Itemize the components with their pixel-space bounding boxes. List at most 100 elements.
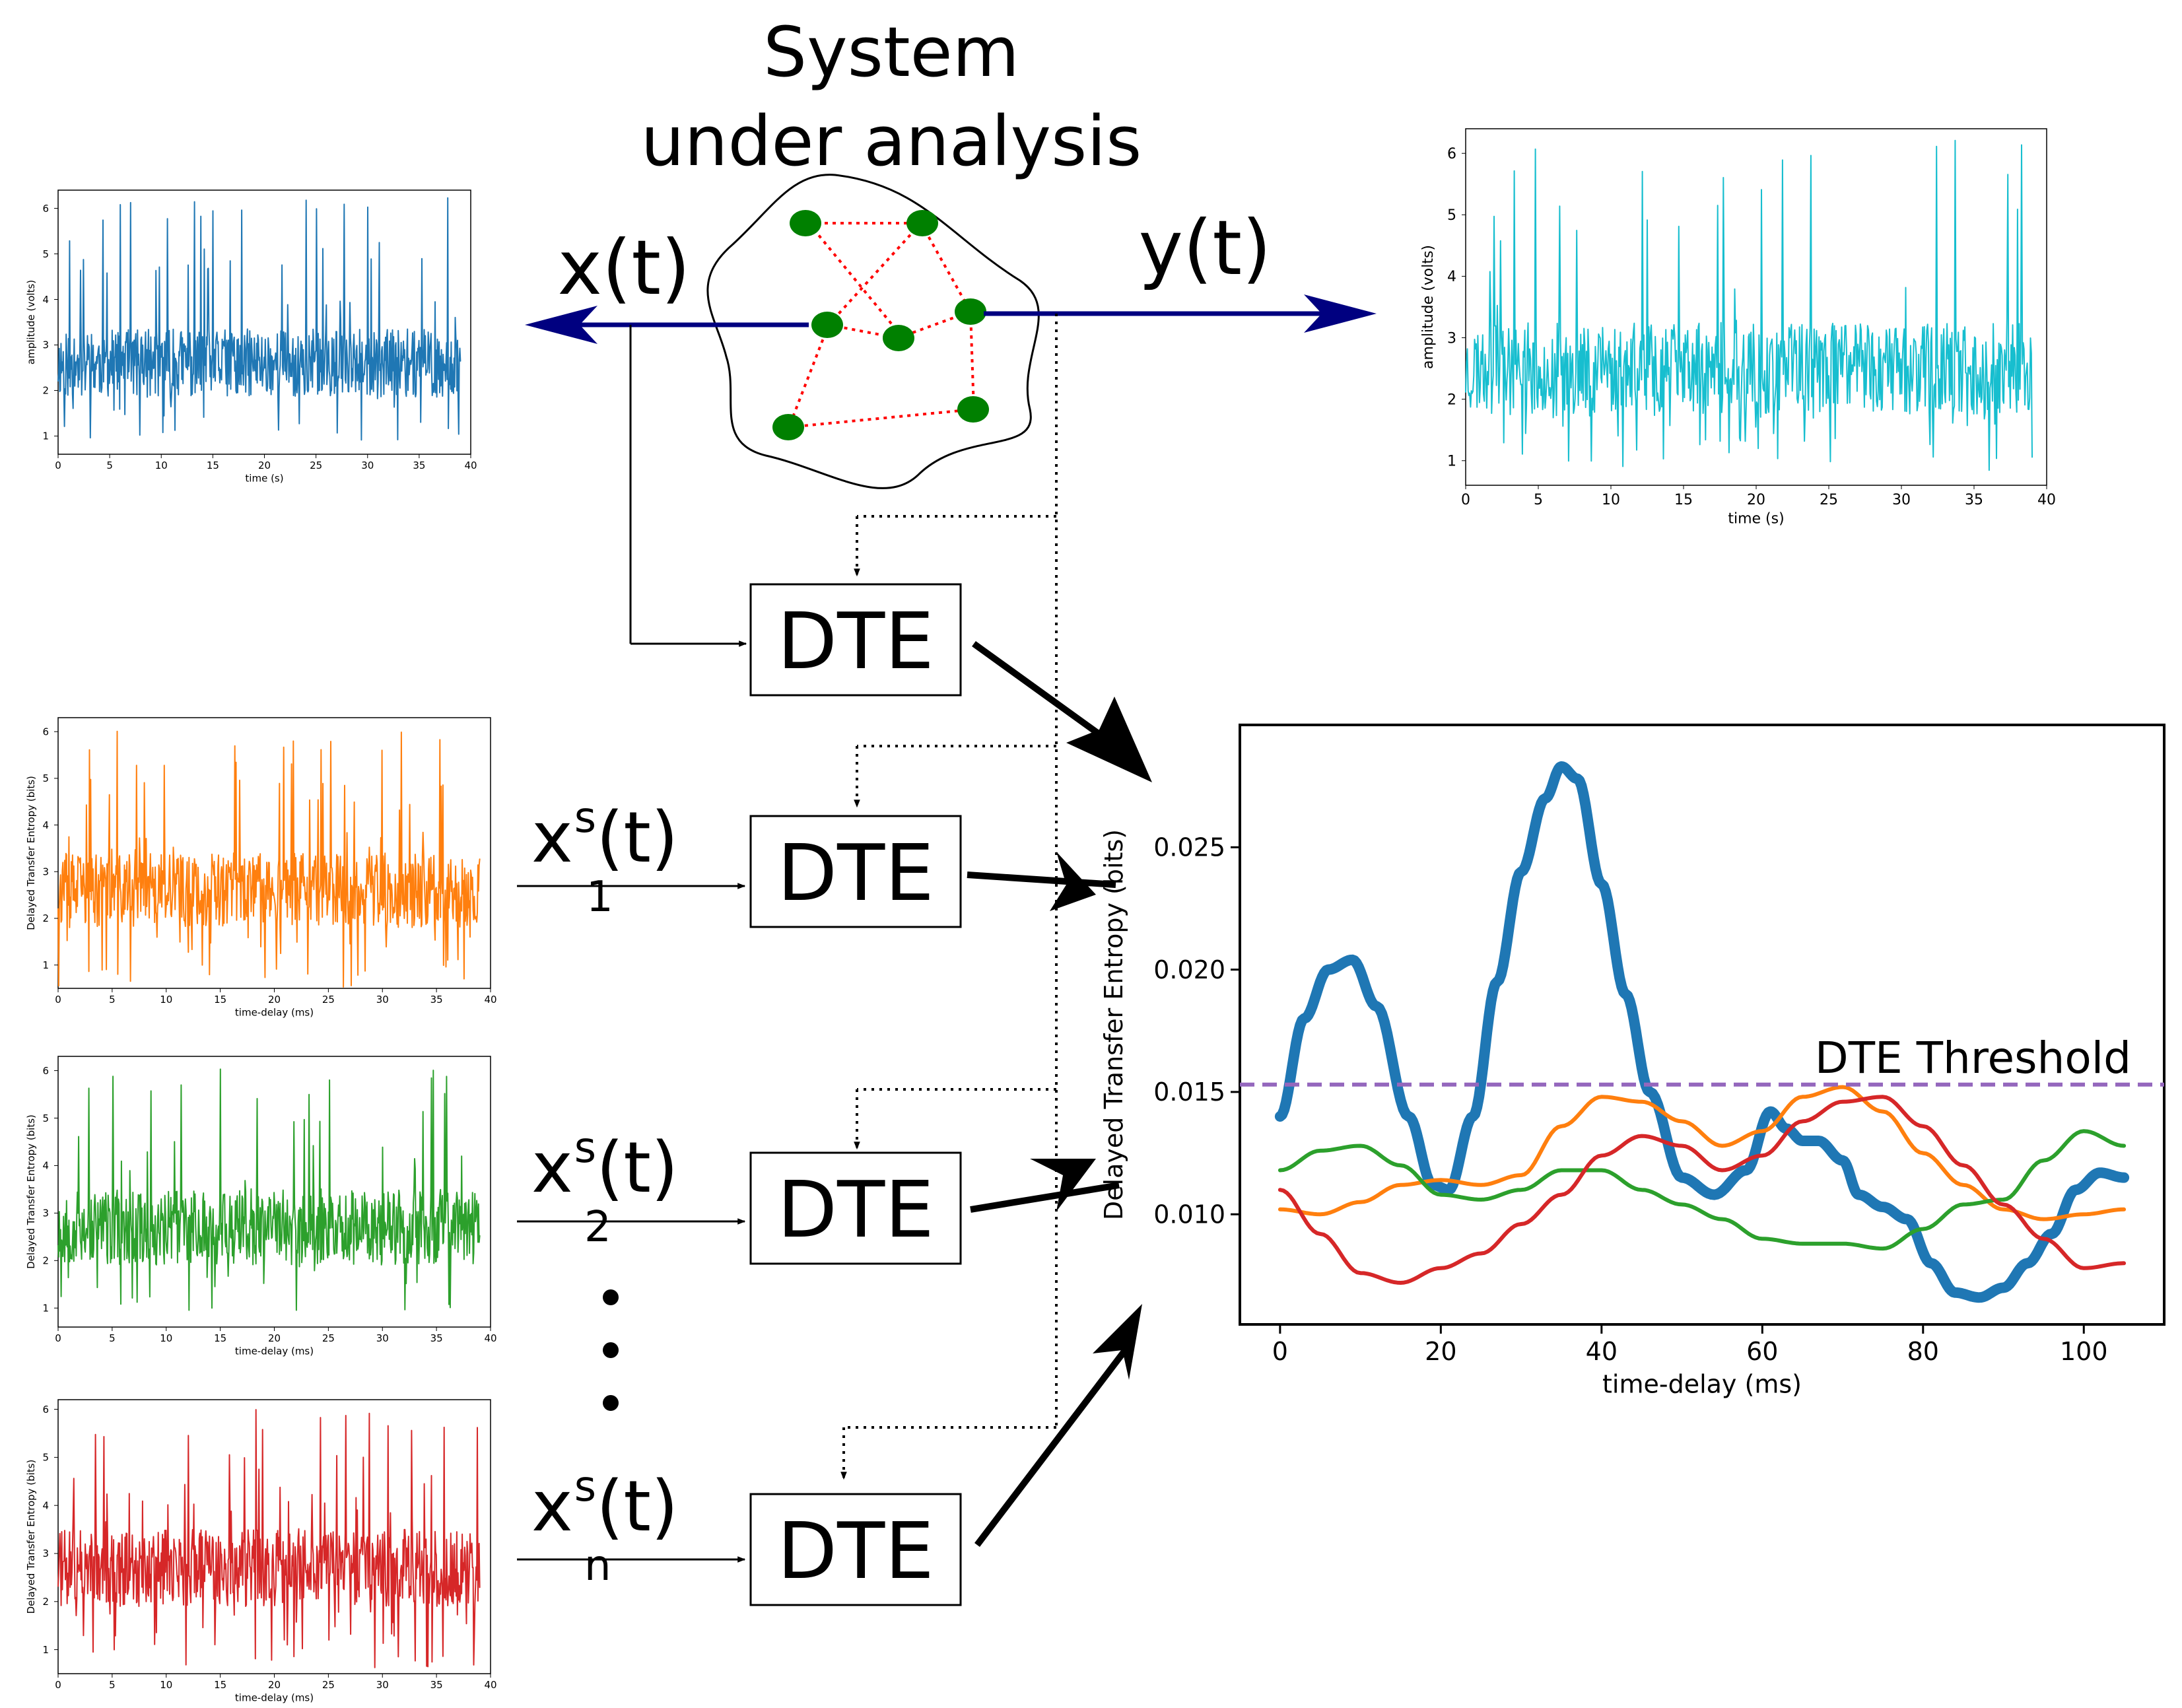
network-node	[906, 210, 938, 236]
network-node	[883, 325, 914, 351]
network-edge	[920, 222, 972, 312]
y-tick-label: 5	[42, 248, 49, 260]
x-tick-label: 35	[430, 1679, 443, 1691]
x-axis-label: time (s)	[1728, 511, 1784, 528]
plot-frame	[57, 717, 491, 989]
ellipsis-dots	[603, 1289, 619, 1411]
surrogate-label-1: xs(t) 1	[531, 794, 678, 922]
y-tick-label: 4	[42, 1160, 49, 1172]
x-tick-label: 0	[1461, 492, 1470, 508]
y-axis-label: amplitude (volts)	[1420, 245, 1437, 369]
y-tick-label: 2	[42, 1596, 49, 1608]
y-axis-label: Delayed Transfer Entropy (bits)	[1099, 829, 1128, 1220]
dte-box-label: DTE	[777, 1164, 934, 1255]
y-tick-label: 6	[1447, 146, 1456, 162]
y-tick-label: 4	[42, 819, 49, 831]
surrogate-subscript: 1	[586, 873, 613, 922]
thick-arrow	[974, 1304, 1142, 1548]
dte-box-label: DTE	[777, 827, 934, 918]
x-tick-label: 0	[55, 1332, 61, 1344]
y-tick-label: 1	[42, 959, 49, 971]
threshold-label: DTE Threshold	[1815, 1033, 2131, 1083]
plot-frame	[57, 189, 471, 455]
x-tick-label: 25	[322, 1332, 335, 1344]
y-tick-label: 1	[1447, 453, 1456, 469]
x-tick-label: 30	[1892, 492, 1911, 508]
x-axis-label: time-delay (ms)	[1602, 1369, 1802, 1398]
y-signal-label: y(t)	[1138, 204, 1271, 292]
dte-to-result-arrows	[967, 640, 1152, 1548]
dte-box-label: DTE	[777, 596, 934, 687]
dte-box-2: DTE	[749, 815, 962, 928]
y-tick-label: 2	[1447, 392, 1456, 408]
surrogate-label-n: xs(t) n	[531, 1462, 678, 1590]
x-tick-label: 20	[1747, 492, 1765, 508]
x-tick-label: 25	[310, 460, 322, 471]
network-edge	[807, 222, 904, 339]
series-line	[57, 1409, 481, 1668]
x-tick-label: 10	[160, 1332, 172, 1344]
x-axis-label: time-delay (ms)	[235, 1345, 314, 1357]
thick-arrow	[967, 852, 1116, 911]
x-tick-label: 80	[1907, 1337, 1939, 1366]
system-boundary	[706, 174, 1040, 489]
x-tick-label: 25	[322, 1679, 335, 1691]
svg-text:xs(t): xs(t)	[531, 794, 678, 878]
y-tick-label: 5	[42, 1112, 49, 1124]
x-tick-label: 35	[413, 460, 425, 471]
thick-arrow	[970, 1159, 1120, 1213]
y-tick-label: 2	[42, 1255, 49, 1267]
x-tick-label: 15	[214, 1679, 226, 1691]
y-tick-label: 5	[42, 1452, 49, 1464]
y-axis-label: Delayed Transfer Entropy (bits)	[25, 776, 37, 930]
system-under-analysis	[706, 174, 1040, 489]
y-tick-label: 1	[42, 430, 49, 442]
y-tick-label: 4	[1447, 269, 1456, 285]
x-tick-label: 30	[361, 460, 374, 471]
x-tick-label: 20	[268, 1679, 281, 1691]
x-tick-label: 35	[430, 1332, 443, 1344]
x-tick-label: 15	[214, 1332, 226, 1344]
x-axis-label: time (s)	[245, 472, 283, 484]
y-tick-label: 6	[42, 1404, 49, 1416]
x-tick-label: 5	[109, 1332, 116, 1344]
x-tick-label: 10	[160, 1679, 172, 1691]
series-line	[1278, 1129, 2127, 1251]
network-node	[790, 210, 821, 236]
system-title-line2: under analysis	[641, 101, 1142, 182]
x-tick-label: 40	[1586, 1337, 1618, 1366]
x-tick-label: 40	[2037, 492, 2056, 508]
y-tick-label: 3	[42, 1208, 49, 1219]
x-tick-label: 40	[484, 1679, 496, 1691]
y-tick-label: 0.015	[1153, 1077, 1225, 1107]
series-line	[57, 197, 461, 441]
x-tick-label: 0	[55, 994, 61, 1006]
network-node	[772, 414, 804, 440]
thick-arrow	[972, 640, 1152, 782]
y-tick-label: 6	[42, 203, 49, 215]
x-tick-label: 25	[322, 994, 335, 1006]
x-output-arrow	[525, 306, 809, 344]
y-tick-label: 3	[1447, 330, 1456, 347]
plot-frame	[57, 1056, 491, 1328]
x-feed-line	[629, 325, 747, 647]
y-tick-label: 5	[42, 772, 49, 784]
surrogate-subscript: 2	[584, 1203, 611, 1252]
system-title-line1: System	[763, 12, 1019, 92]
series-line	[1465, 139, 2033, 471]
dte-box-1: DTE	[749, 583, 962, 697]
x-tick-label: 15	[207, 460, 219, 471]
y-tick-label: 0.020	[1153, 955, 1225, 984]
x-tick-label: 30	[376, 1332, 389, 1344]
network-node	[811, 312, 843, 338]
y-tick-label: 6	[42, 1065, 49, 1077]
x-axis-label: time-delay (ms)	[235, 1006, 314, 1018]
x-tick-label: 0	[55, 1679, 61, 1691]
x-tick-label: 10	[155, 460, 168, 471]
x-tick-label: 100	[2060, 1337, 2108, 1366]
x-tick-label: 35	[1965, 492, 1983, 508]
y-tick-label: 1	[42, 1644, 49, 1656]
dte-box-3: DTE	[749, 1151, 962, 1265]
surrogate-subscript: n	[584, 1542, 611, 1590]
x-tick-label: 30	[376, 1679, 389, 1691]
